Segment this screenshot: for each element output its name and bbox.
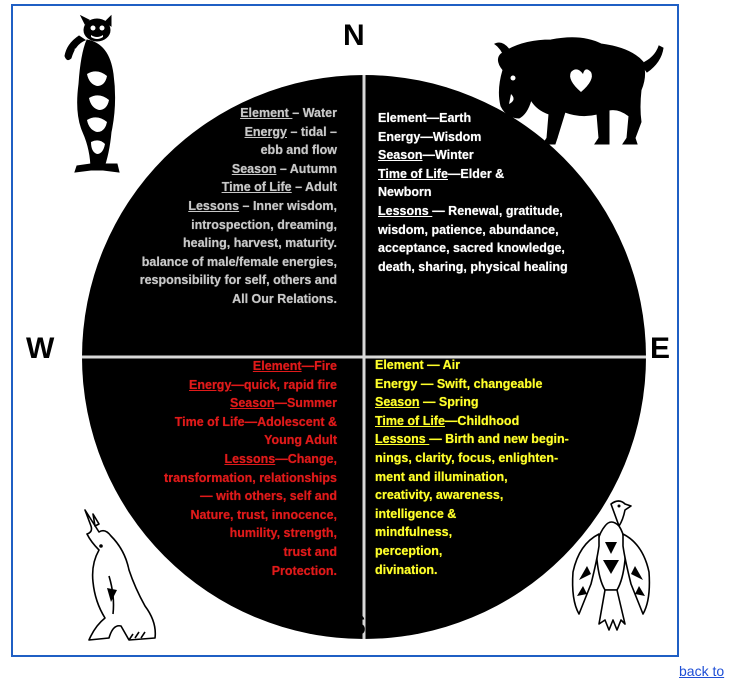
medicine-wheel-circle [82,75,646,639]
energy-value: – tidal – [286,124,337,139]
element-line: Element — Air [375,358,460,372]
energy-value-cont: ebb and flow [260,143,337,158]
energy-value: —quick, rapid fire [231,377,337,392]
time-of-life-label: Time of Life [375,413,445,428]
lessons-line: Nature, trust, innocence, [190,507,337,522]
lessons-line: — Birth and new begin- [429,432,569,447]
time-of-life-label: Time of Life [221,180,292,195]
season-value: —Winter [422,148,474,163]
element-value: – Water [292,106,337,120]
lessons-line: responsibility for self, others and [139,273,337,288]
energy-line: Energy—Wisdom [378,129,482,144]
time-of-life-value: – Adult [291,180,337,195]
quadrant-north-earth: Element—Earth Energy—Wisdom Season—Winte… [378,109,568,276]
element-value: —Fire [301,359,337,373]
season-value: —Summer [274,396,337,411]
lessons-label: Lessons [188,198,240,213]
direction-north: N [343,19,365,52]
medicine-wheel-frame: N S E W Element – Water Energy – tidal –… [11,4,679,657]
lessons-line: humility, strength, [229,526,337,541]
lessons-line: introspection, dreaming, [191,217,337,232]
lessons-line: balance of male/female energies, [141,254,337,269]
season-label: Season [375,395,420,410]
quadrant-south-fire: Element—Fire Energy—quick, rapid fire Se… [164,357,337,580]
direction-south: S [346,609,367,642]
lessons-line: death, sharing, physical healing [378,259,568,274]
buffalo-icon [494,37,664,145]
wolf-icon [84,509,157,641]
element-label: Element [252,359,302,373]
lessons-line: divination. [375,562,438,577]
time-of-life-line: Time of Life—Adolescent & [174,414,337,429]
lessons-label: Lessons [378,203,433,218]
season-value: – Autumn [276,161,337,176]
lessons-line: acceptance, sacred knowledge, [378,241,565,256]
season-value: — Spring [419,395,479,410]
lessons-line: healing, harvest, maturity. [183,236,337,251]
lessons-line: —Change, [275,451,337,466]
lessons-label: Lessons [375,432,430,447]
season-label: Season [231,161,277,176]
lessons-line: perception, [375,543,443,558]
quadrant-west-water: Element – Water Energy – tidal – ebb and… [140,104,337,309]
element-label: Element [240,106,293,120]
lessons-line: Protection. [271,563,337,578]
lessons-line: All Our Relations. [232,291,337,306]
time-of-life-value: —Elder & [447,166,505,181]
lessons-line: — Renewal, gratitude, [432,203,563,218]
lessons-line: transformation, relationships [164,470,337,485]
season-label: Season [378,148,423,163]
back-to-top-link[interactable]: back to [679,663,725,679]
lessons-line: intelligence & [375,506,457,521]
lessons-line: mindfulness, [375,525,453,540]
energy-label: Energy [189,377,232,392]
lessons-line: creativity, awareness, [375,488,504,503]
energy-line: Energy — Swift, changeable [375,376,543,391]
direction-east: E [650,332,671,365]
season-label: Season [230,396,275,411]
lessons-line: ment and illumination, [375,469,508,484]
lessons-line: nings, clarity, focus, enlighten- [375,450,559,465]
lessons-line: wisdom, patience, abundance, [378,222,559,237]
quadrant-east-air: Element — Air Energy — Swift, changeable… [375,356,569,579]
direction-west: W [26,332,55,365]
element-line: Element—Earth [378,111,472,125]
lessons-line: – Inner wisdom, [239,198,337,213]
time-of-life-line-cont: Young Adult [264,433,337,448]
energy-label: Energy [244,124,287,139]
time-of-life-label: Time of Life [378,166,448,181]
eagle-icon [571,500,651,631]
bear-icon [64,14,120,173]
time-of-life-value: —Childhood [444,413,520,428]
lessons-line: trust and [283,544,337,559]
lessons-label: Lessons [224,451,276,466]
time-of-life-value-cont: Newborn [378,185,432,200]
lessons-line: — with others, self and [200,489,337,504]
